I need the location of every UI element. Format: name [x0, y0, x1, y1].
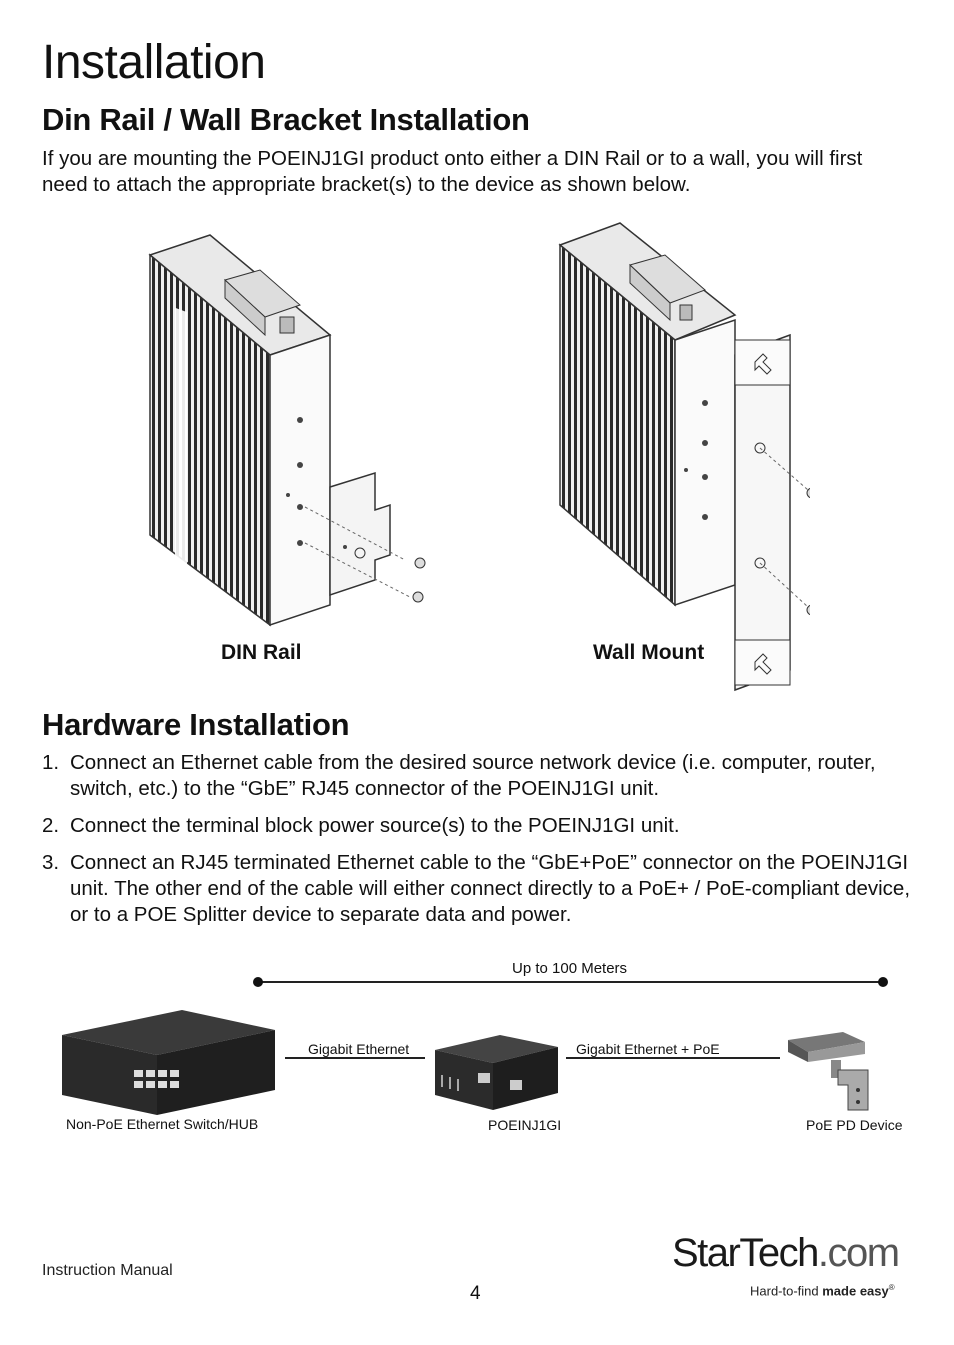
camera-icon — [788, 1032, 869, 1111]
device-label: PoE PD Device — [806, 1117, 903, 1133]
caption-din-rail: DIN Rail — [221, 641, 302, 664]
injector-icon — [435, 1035, 558, 1110]
step-text: Connect an Ethernet cable from the desir… — [70, 751, 876, 800]
step-text: Connect an RJ45 terminated Ethernet cabl… — [70, 851, 911, 926]
switch-label: Non-PoE Ethernet Switch/HUB — [66, 1116, 259, 1132]
footer-manual-label: Instruction Manual — [42, 1262, 173, 1279]
startech-logo: StarTech.com — [672, 1230, 900, 1276]
distance-line — [253, 977, 888, 987]
step-item: 2. Connect the terminal block power sour… — [42, 813, 912, 839]
network-diagram: Up to 100 Meters Non-PoE Ethernet Switch… — [0, 950, 954, 1140]
logo-tagline: Hard-to-find made easy® — [750, 1283, 895, 1298]
tagline-plain: Hard-to-find — [750, 1283, 823, 1299]
step-number: 1. — [42, 751, 60, 774]
step-item: 3. Connect an RJ45 terminated Ethernet c… — [42, 850, 912, 928]
link1-label: Gigabit Ethernet — [308, 1041, 410, 1057]
hardware-section-heading: Hardware Installation — [42, 707, 350, 742]
step-number: 2. — [42, 814, 60, 837]
tagline-mark: ® — [888, 1283, 895, 1292]
page-number: 4 — [470, 1283, 481, 1304]
wall-mount-illustration — [558, 222, 810, 692]
link2-line — [566, 1057, 780, 1059]
injector-label: POEINJ1GI — [488, 1117, 562, 1133]
link2-label: Gigabit Ethernet + PoE — [576, 1041, 720, 1057]
logo-wordmark: StarTech.com — [672, 1230, 900, 1276]
hardware-steps-list: 1. Connect an Ethernet cable from the de… — [42, 750, 912, 939]
din-section-intro: If you are mounting the POEINJ1GI produc… — [42, 147, 863, 196]
distance-label: Up to 100 Meters — [512, 960, 628, 977]
din-rail-illustration — [148, 234, 426, 627]
step-number: 3. — [42, 851, 60, 874]
din-section-heading: Din Rail / Wall Bracket Installation — [42, 102, 530, 137]
step-text: Connect the terminal block power source(… — [70, 814, 680, 837]
page-title: Installation — [42, 36, 266, 89]
logo-suffix: .com — [817, 1231, 900, 1275]
switch-icon — [62, 1010, 275, 1115]
link1-line — [285, 1057, 425, 1059]
caption-wall-mount: Wall Mount — [593, 641, 705, 664]
logo-text: StarTech — [672, 1231, 819, 1275]
step-item: 1. Connect an Ethernet cable from the de… — [42, 750, 912, 802]
tagline-bold: made easy — [822, 1283, 889, 1299]
